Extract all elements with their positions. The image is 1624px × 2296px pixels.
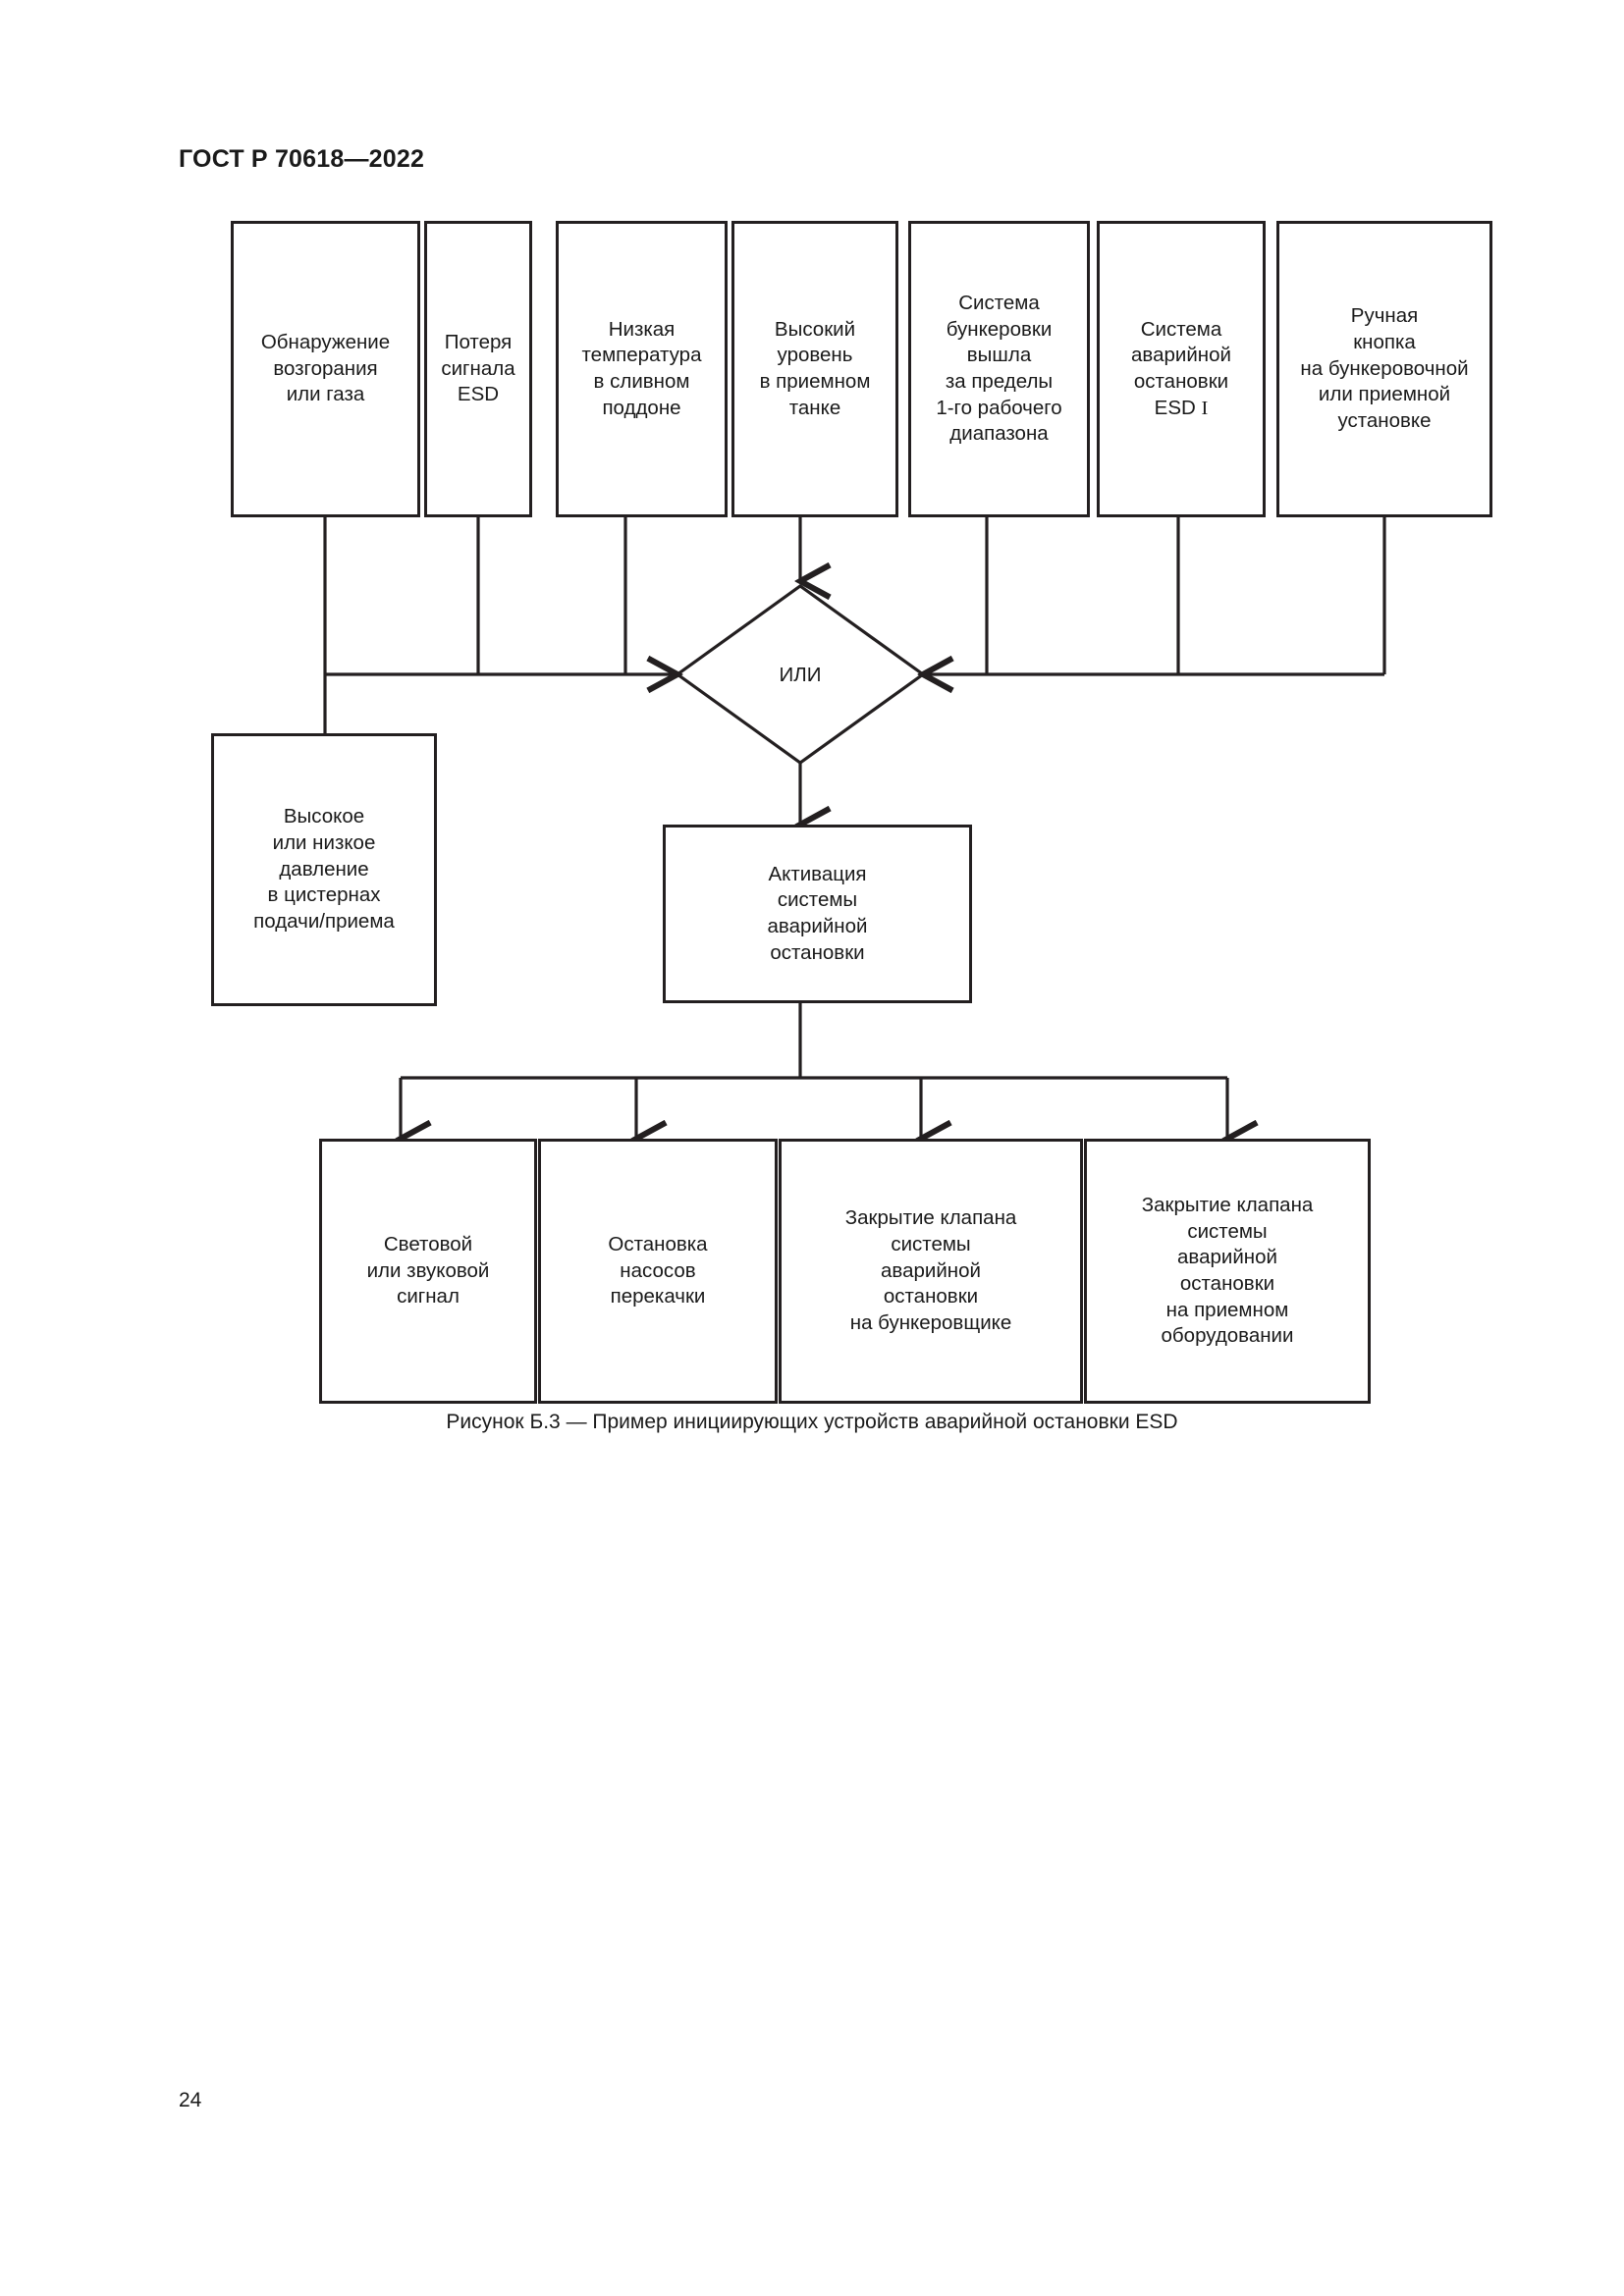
figure-caption: Рисунок Б.3 — Пример инициирующих устрой…: [446, 1411, 1178, 1433]
node-label: Закрытие клапана системы аварийной остан…: [1141, 1194, 1314, 1348]
node-label: Световой или звуковой сигнал: [366, 1233, 490, 1308]
node-fire-gas-detection[interactable]: Обнаружение возгорания или газа: [231, 221, 420, 517]
node-label: Ручная кнопка на бункеровочной или прием…: [1300, 304, 1469, 432]
node-stop-transfer-pumps[interactable]: Остановка насосов перекачки: [538, 1139, 778, 1404]
node-close-valve-receiving-equipment[interactable]: Закрытие клапана системы аварийной остан…: [1084, 1139, 1371, 1404]
node-label: Система бункеровки вышла за пределы 1-го…: [936, 292, 1062, 446]
node-label: Система аварийной остановки ESD I: [1106, 317, 1257, 422]
document-header: ГОСТ Р 70618—2022: [179, 145, 425, 173]
node-light-sound-signal[interactable]: Световой или звуковой сигнал: [319, 1139, 537, 1404]
figure-b3: Обнаружение возгорания или газа Потеря с…: [211, 221, 1492, 1472]
node-close-valve-bunker-vessel[interactable]: Закрытие клапана системы аварийной остан…: [779, 1139, 1083, 1404]
node-label: Низкая температура в сливном поддоне: [581, 317, 702, 419]
node-label: Обнаружение возгорания или газа: [260, 331, 391, 406]
roman-numeral-one: I: [1201, 397, 1209, 419]
flowchart-connectors: [323, 516, 1386, 1472]
node-bunkering-out-of-range[interactable]: Система бункеровки вышла за пределы 1-го…: [908, 221, 1090, 517]
node-label: Закрытие клапана системы аварийной остан…: [844, 1206, 1017, 1334]
node-pressure-supply-receiving-tanks[interactable]: Высокое или низкое давление в цистернах …: [211, 733, 437, 1006]
node-label: Остановка насосов перекачки: [608, 1233, 708, 1308]
node-label: Активация системы аварийной остановки: [767, 862, 868, 964]
gate-label-ili: ИЛИ: [779, 664, 822, 686]
node-high-level-receiving-tank[interactable]: Высокий уровень в приемном танке: [731, 221, 898, 517]
node-label: Высокий уровень в приемном танке: [759, 317, 871, 419]
node-manual-button[interactable]: Ручная кнопка на бункеровочной или прием…: [1276, 221, 1492, 517]
node-esd-signal-loss[interactable]: Потеря сигнала ESD: [424, 221, 532, 517]
node-label: Потеря сигнала ESD: [441, 331, 515, 406]
node-low-temp-drip-tray[interactable]: Низкая температура в сливном поддоне: [556, 221, 728, 517]
page-number: 24: [179, 2089, 202, 2111]
node-esd-activation[interactable]: Активация системы аварийной остановки: [663, 825, 972, 1003]
node-label: Высокое или низкое давление в цистернах …: [253, 805, 395, 933]
node-esd-system-i[interactable]: Система аварийной остановки ESD I: [1097, 221, 1266, 517]
node-label-text: Система аварийной остановки ESD: [1131, 317, 1231, 419]
